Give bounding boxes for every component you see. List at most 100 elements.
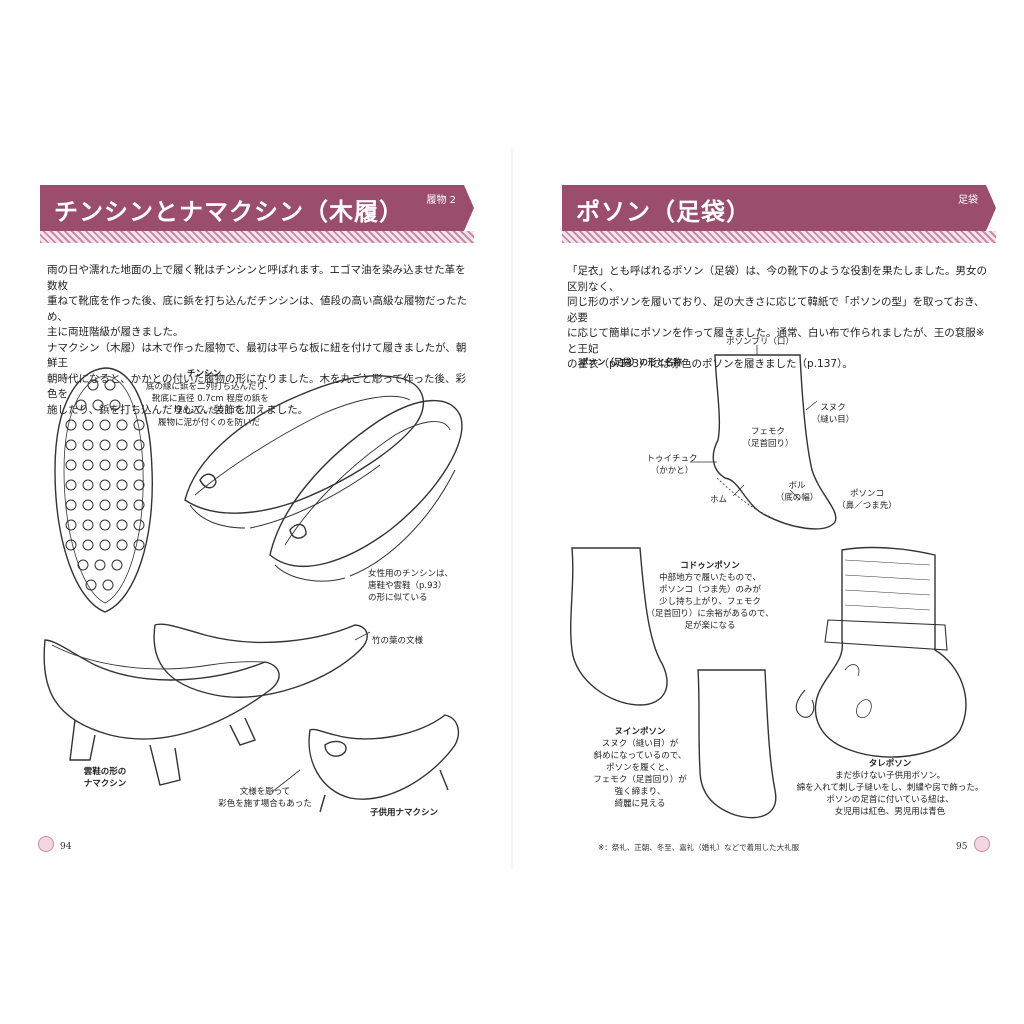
right-text-line: の翟衣（p.133）には赤色のポソンを履きました（p.137）。 bbox=[567, 358, 853, 370]
sole-stud bbox=[109, 399, 121, 411]
right-header-pattern bbox=[562, 231, 996, 243]
bamboo-pattern-label: 竹の葉の文様 bbox=[372, 636, 424, 646]
sole-stud bbox=[116, 499, 128, 511]
sole-stud bbox=[82, 519, 94, 531]
sole-stud bbox=[111, 559, 123, 571]
right-section-tag: 足袋 bbox=[958, 195, 978, 206]
right-text-line: 「足衣」とも呼ばれるポソン（足袋）は、今の靴下のような役割を果たしました。男女の… bbox=[567, 265, 987, 293]
poson-hom-label: ホム bbox=[710, 495, 728, 505]
kodun-desc-line: 中部地方で履いたもので、 bbox=[659, 573, 761, 583]
left-page-title: チンシンとナマクシン（木履） bbox=[54, 198, 404, 226]
right-page-number: 95 bbox=[956, 842, 968, 852]
nuin-desc-line: スヌク（縫い目）が bbox=[601, 739, 679, 749]
sole-stud bbox=[133, 419, 145, 431]
left-body-text: 雨の日や濡れた地面の上で履く靴はチンシンと呼ばれます。エゴマ油を染み込ませた革を… bbox=[47, 263, 467, 418]
sole-stud bbox=[65, 459, 77, 471]
chinshin-desc-line: 埋め込んだりして、 bbox=[174, 406, 250, 416]
kodun-desc-line: 足が楽になる bbox=[684, 621, 736, 631]
kodun-poson-text: コドゥンポソン 中部地方で履いたもので、 ポソンコ（つま先）のみが 少し持ち上が… bbox=[645, 560, 775, 632]
sole-stud bbox=[82, 499, 94, 511]
sole-stud bbox=[82, 479, 94, 491]
cloud-namakshin-label: 雲鞋の形の ナマクシン bbox=[70, 766, 140, 790]
tare-desc-line: ポソンの足首に付いている紐は、 bbox=[826, 795, 954, 805]
sole-stud bbox=[116, 439, 128, 451]
chinshin-desc-line: 底の縁に鋲を二列打ち込んだり、 bbox=[146, 382, 274, 392]
sole-stud bbox=[87, 379, 99, 391]
tare-poson-text: タレポソン まだ歩けない子供用ポソン。 綿を入れて刺し子縫いをし、刺繍や房で飾っ… bbox=[790, 758, 990, 818]
bol-label-line: ボル bbox=[788, 481, 806, 491]
chinshin-shoe-drawing bbox=[184, 375, 463, 582]
women-chinshin-note: 女性用のチンシンは、 唐鞋や雲鞋（p.93） の形に似ている bbox=[368, 568, 453, 604]
kodun-title: コドゥンポソン bbox=[680, 561, 740, 571]
sole-stud bbox=[116, 539, 128, 551]
women-note-line: 唐鞋や雲鞋（p.93） bbox=[368, 581, 447, 591]
sole-stud bbox=[116, 479, 128, 491]
footnote: ※：祭礼、正朝、冬至、嘉礼（婚礼）などで着用した大礼服 bbox=[598, 843, 800, 852]
left-page-flower-icon bbox=[38, 836, 54, 852]
sole-stud bbox=[82, 439, 94, 451]
left-text-line: 施したり、鋲を打ち込んだりして、装飾を加えました。 bbox=[47, 403, 309, 416]
left-text-line: 重ねて靴底を作った後、底に鋲を打ち込んだチンシンは、値段の高い高級な履物だったた… bbox=[47, 295, 467, 323]
neck-label-line: フェモク bbox=[750, 427, 785, 437]
sole-stud bbox=[104, 379, 116, 391]
poson-toe-label: ポソンコ （鼻／つま先） bbox=[832, 488, 902, 512]
nuin-desc-line: 綺麗に見える bbox=[614, 799, 666, 809]
sole-stud bbox=[77, 559, 89, 571]
chinshin-desc-line: 履物に泥が付くのを防いだ bbox=[158, 418, 261, 428]
bol-label-line: （底の幅） bbox=[775, 493, 819, 503]
sole-stud bbox=[82, 419, 94, 431]
tare-desc-line: 綿を入れて刺し子縫いをし、刺繍や房で飾った。 bbox=[796, 783, 984, 793]
sole-stud bbox=[65, 519, 77, 531]
poson-neck-label: フェモク （足首回り） bbox=[738, 426, 798, 450]
chinshin-label-text: チンシン bbox=[187, 369, 222, 379]
tare-desc-line: まだ歩けない子供用ポソン。 bbox=[835, 771, 945, 781]
nuin-desc-line: フェモク（足首回り）が bbox=[593, 775, 687, 785]
sole-stud bbox=[99, 439, 111, 451]
left-section-tag: 履物 2 bbox=[426, 195, 456, 206]
chinshin-desc-line: 靴底に直径 0.7cm 程度の鋲を bbox=[152, 394, 269, 404]
chinshin-sole-drawing bbox=[54, 367, 153, 613]
right-page-title: ポソン（足袋） bbox=[576, 198, 751, 226]
sole-stud bbox=[99, 419, 111, 431]
sole-stud bbox=[133, 459, 145, 471]
poson-bol-label: ボル （底の幅） bbox=[772, 480, 822, 504]
sole-stud bbox=[65, 479, 77, 491]
nuin-desc-line: ポソンを履くと、 bbox=[606, 763, 674, 773]
sole-stud bbox=[116, 519, 128, 531]
left-page-number: 94 bbox=[60, 842, 72, 852]
tare-title: タレポソン bbox=[868, 759, 912, 769]
carved-pattern-label: 文様を彫って 彩色を施す場合もあった bbox=[210, 786, 320, 810]
sole-stud bbox=[99, 499, 111, 511]
left-text-line: ナマクシン（木履）は木で作った履物で、最初は平らな板に紐を付けて履きましたが、朝… bbox=[47, 341, 467, 370]
cloud-label-line: ナマクシン bbox=[83, 779, 127, 789]
women-note-line: の形に似ている bbox=[368, 593, 428, 603]
sole-stud bbox=[65, 419, 77, 431]
nuin-poson-text: ヌインポソン スヌク（縫い目）が 斜めになっているので、 ポソンを履くと、 フェ… bbox=[585, 726, 695, 810]
carve-label-line: 彩色を施す場合もあった bbox=[218, 799, 312, 809]
nuin-title: ヌインポソン bbox=[614, 727, 666, 737]
left-text-line: 雨の日や濡れた地面の上で履く靴はチンシンと呼ばれます。エゴマ油を染み込ませた革を… bbox=[47, 264, 466, 292]
namakshin-drawing bbox=[43, 623, 460, 813]
sole-stud bbox=[82, 539, 94, 551]
cloud-label-line: 雲鞋の形の bbox=[83, 767, 127, 777]
sole-stud bbox=[65, 439, 77, 451]
poson-diagram-title: ポソン（足袋）の形と名称 bbox=[580, 358, 683, 368]
kodun-desc-line: （足首回り）に余裕があるので、 bbox=[646, 609, 774, 619]
carve-label-line: 文様を彫って bbox=[239, 787, 291, 797]
right-text-line: 同じ形のポソンを履いており、足の大きさに応じて韓紙で「ポソンの型」を取っておき、… bbox=[567, 296, 985, 324]
sole-stud bbox=[133, 499, 145, 511]
sole-stud bbox=[92, 399, 104, 411]
poson-heel-label: トゥイチュク （かかと） bbox=[642, 453, 702, 477]
sole-stud bbox=[116, 419, 128, 431]
kodun-poson-drawing bbox=[570, 547, 668, 706]
nuin-desc-line: 斜めになっているので、 bbox=[593, 751, 687, 761]
sole-stud bbox=[99, 459, 111, 471]
right-text-line: に応じて簡単にポソンを作って履きました。通常、白い布で作られましたが、王の袞服※… bbox=[567, 327, 985, 355]
toe-label-line: （鼻／つま先） bbox=[837, 501, 897, 511]
left-text-line: 朝時代になると、かかとの付いた履物の形になりました。木を丸ごと彫って作った後、彩… bbox=[47, 372, 466, 401]
sole-stud bbox=[99, 479, 111, 491]
right-header-bar: ポソン（足袋） 足袋 bbox=[562, 185, 996, 231]
sole-stud bbox=[99, 539, 111, 551]
kodun-desc-line: ポソンコ（つま先）のみが bbox=[658, 585, 761, 595]
